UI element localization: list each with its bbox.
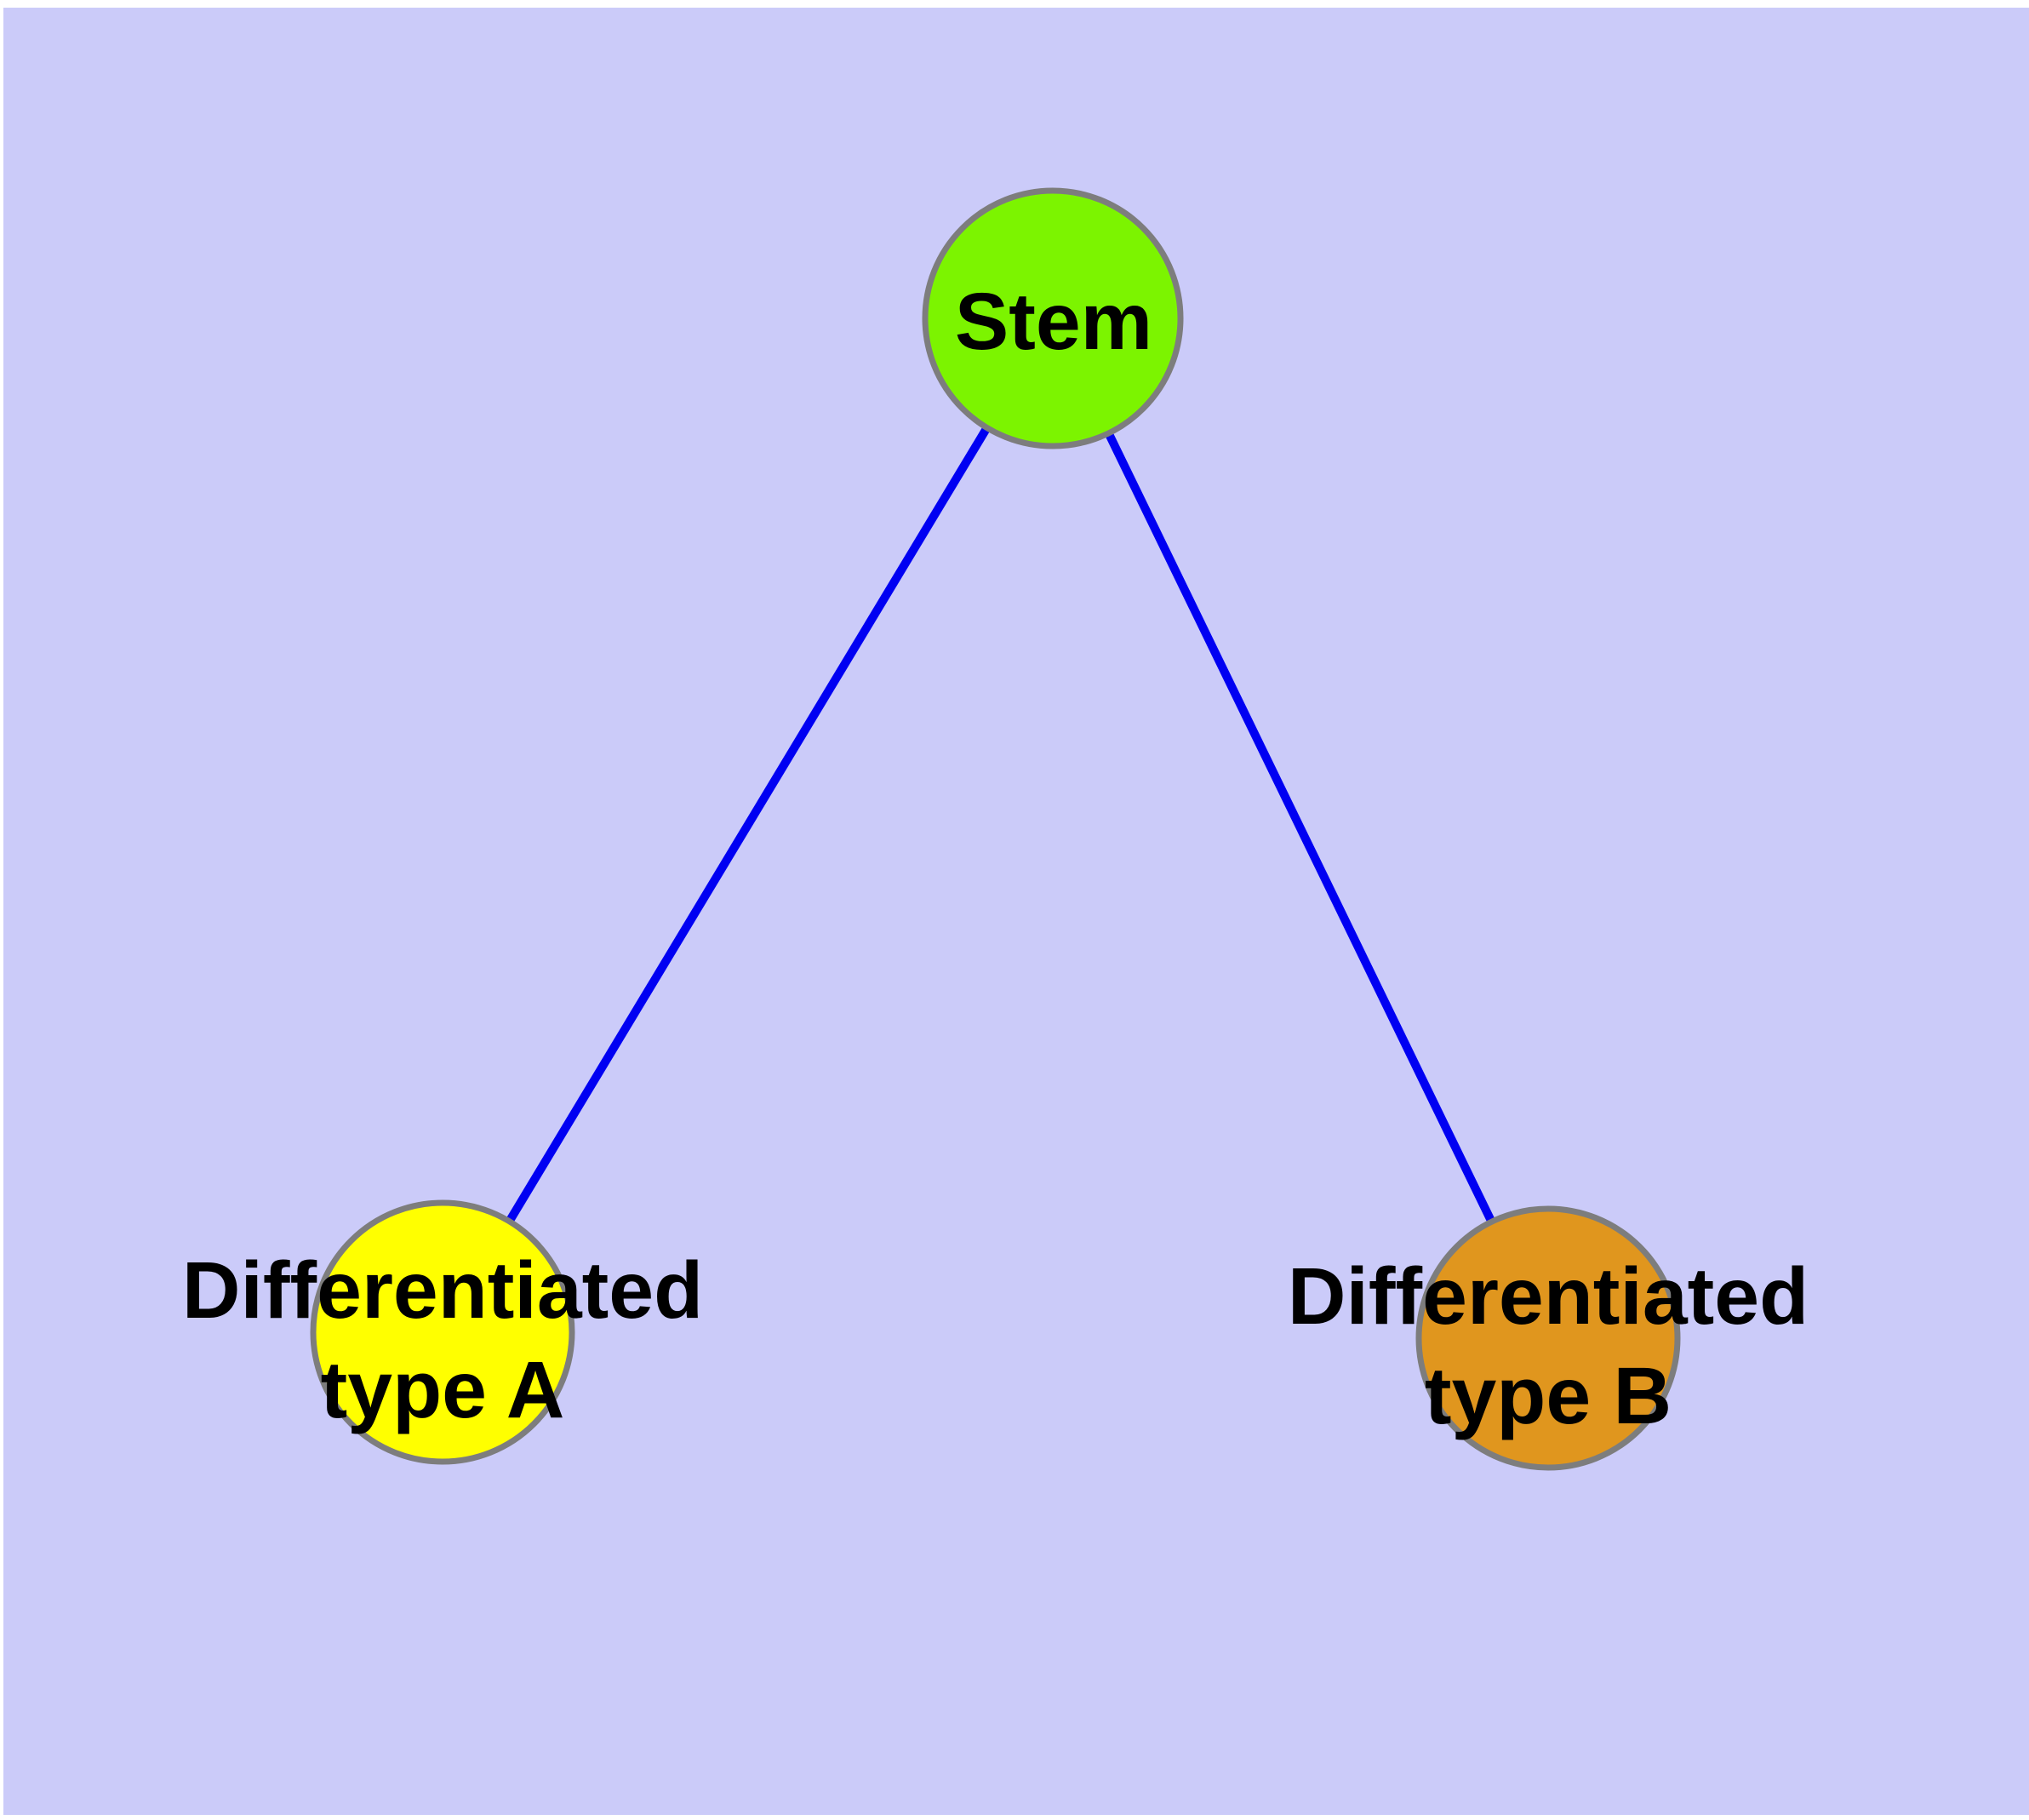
node-type-a-label-line1: Differentiated — [182, 1245, 703, 1336]
edge-stem-to-type-b[interactable] — [1049, 316, 1552, 1341]
node-stem-label: Stem — [955, 277, 1152, 367]
node-type-a: Differentiated type A — [182, 1199, 703, 1465]
node-type-b: Differentiated type B — [1288, 1205, 1809, 1471]
node-type-a-circle[interactable] — [310, 1199, 575, 1465]
node-type-b-circle[interactable] — [1415, 1205, 1681, 1471]
node-stem-circle[interactable] — [922, 187, 1184, 449]
node-type-a-label-line2: type A — [321, 1345, 565, 1435]
edge-stem-to-type-a[interactable] — [438, 316, 1057, 1335]
node-type-b-label-line1: Differentiated — [1288, 1251, 1809, 1342]
node-type-b-label-line2: type B — [1425, 1351, 1672, 1441]
node-stem: Stem — [922, 187, 1184, 449]
